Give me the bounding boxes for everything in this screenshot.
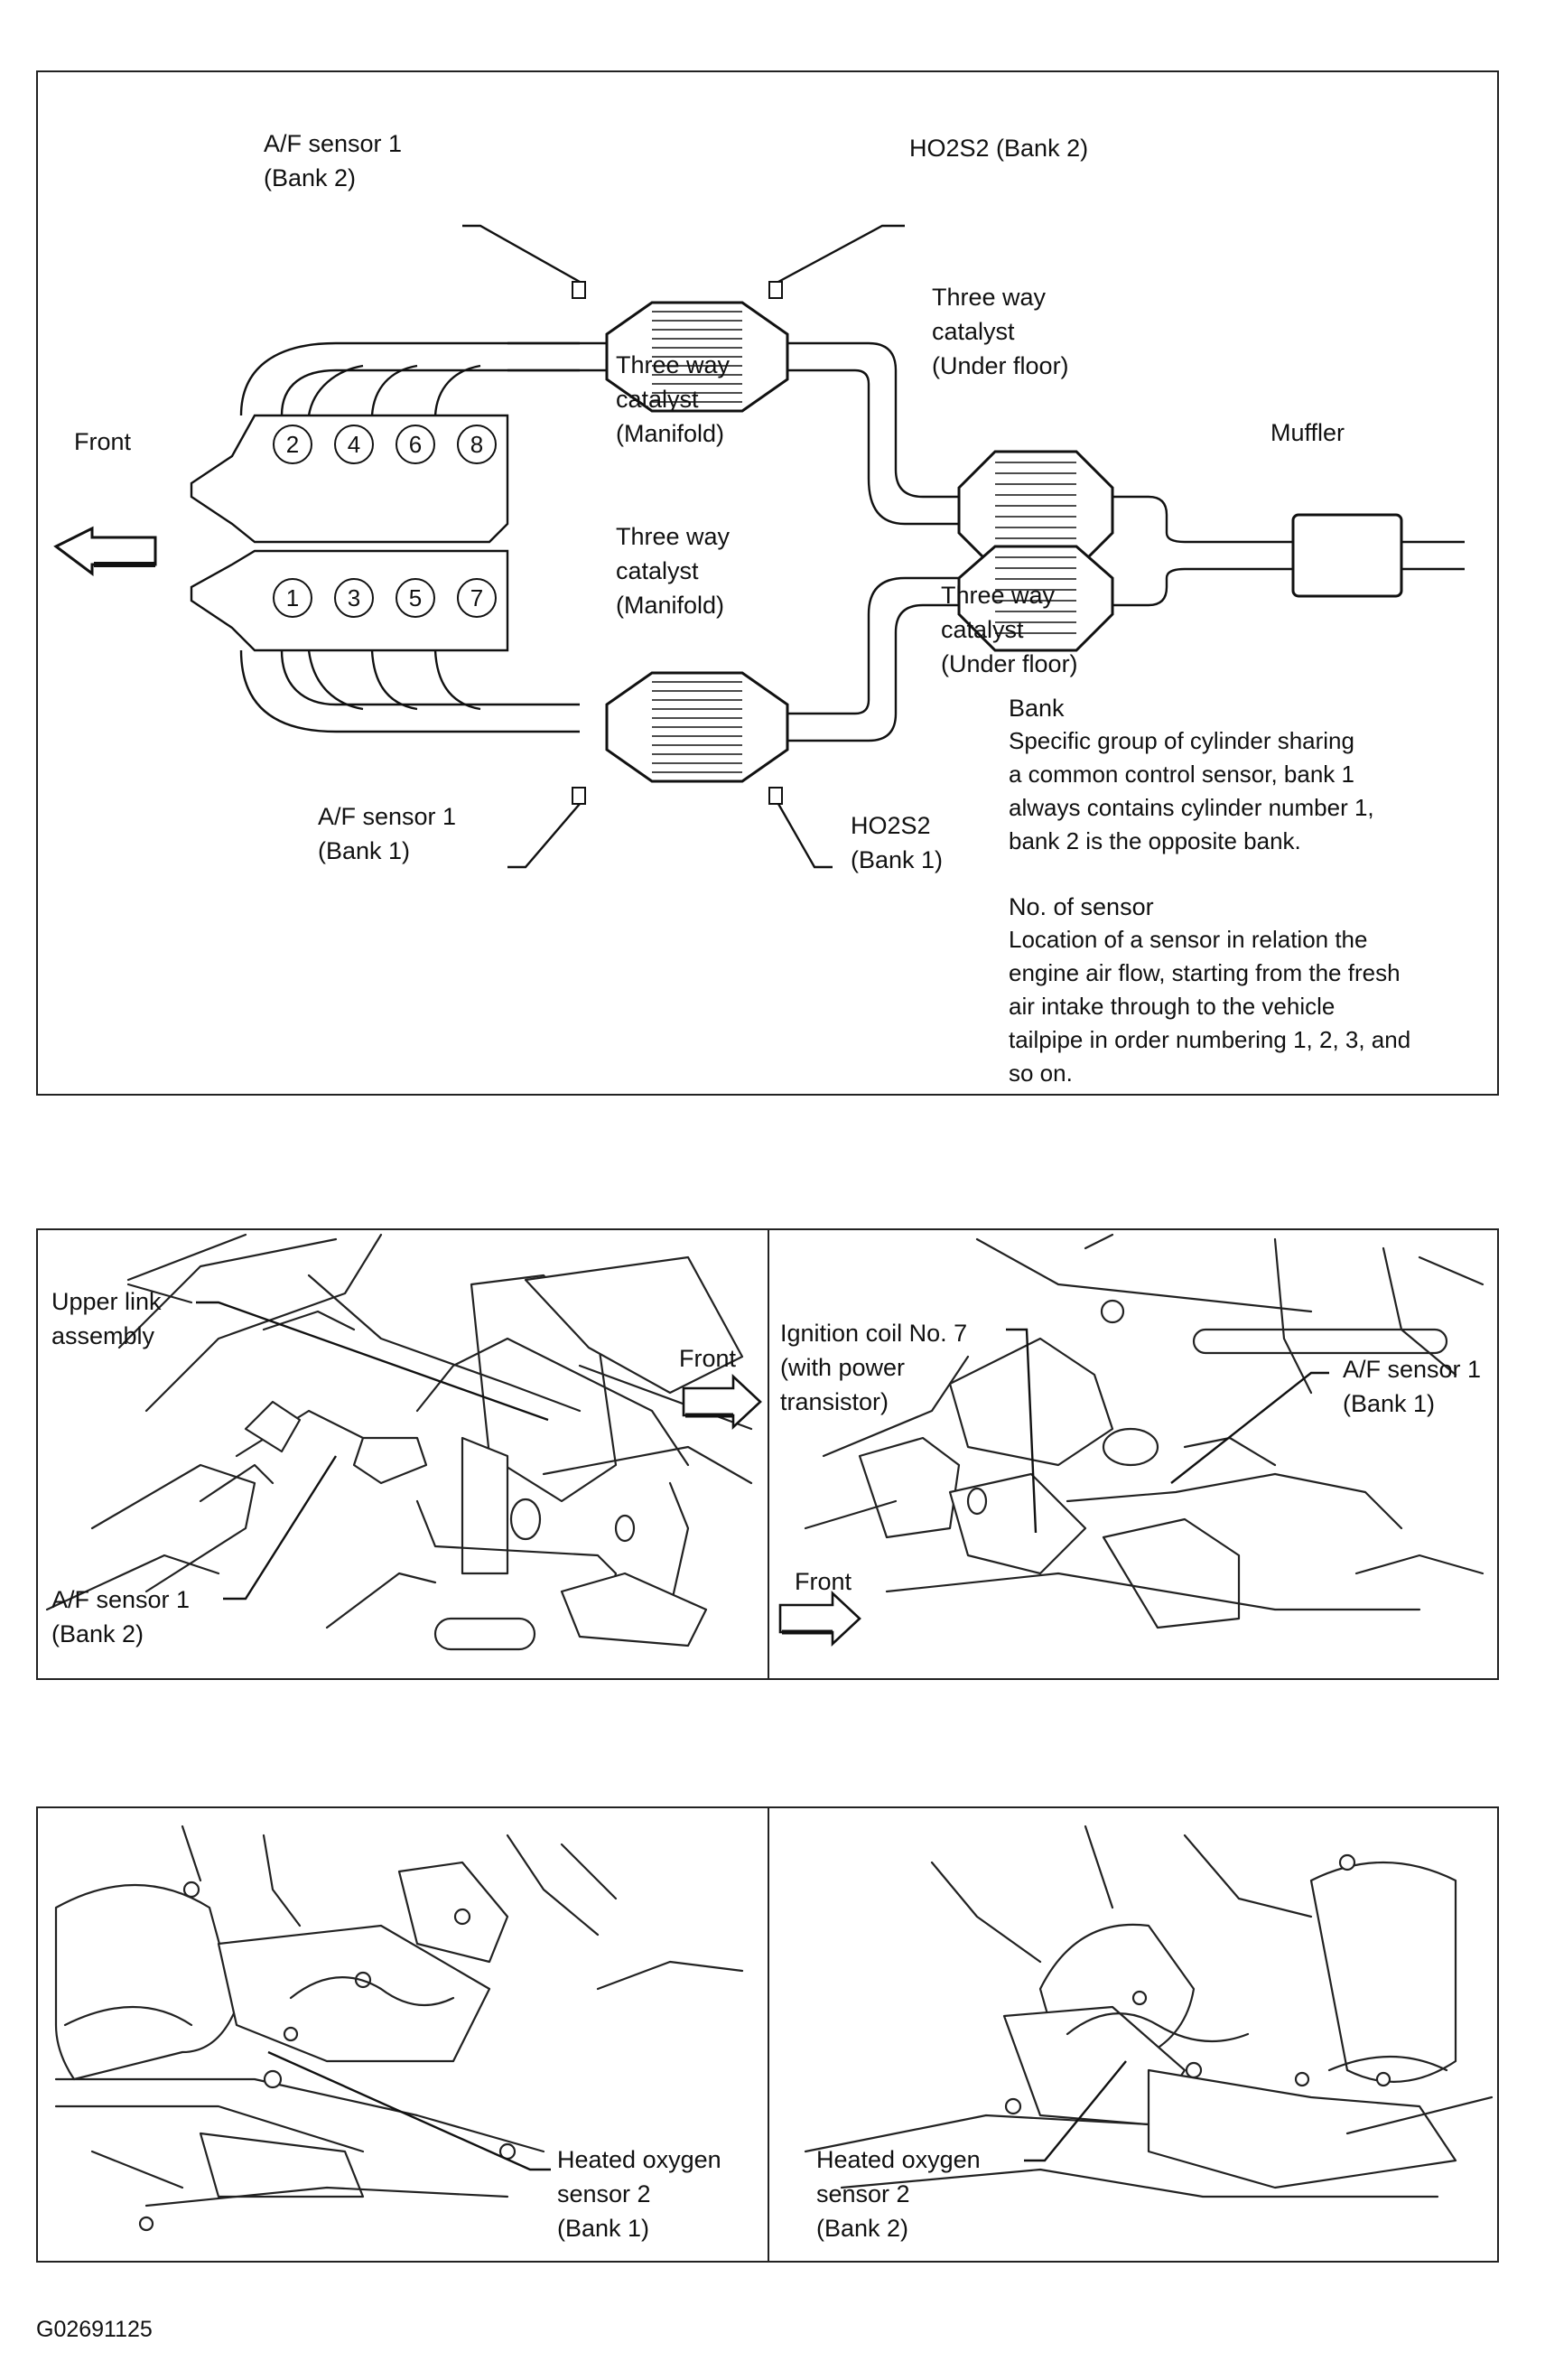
cylinder-8: 8 xyxy=(457,425,497,464)
exhaust-schematic-panel: 2 4 6 8 1 3 5 7 Front A/F sensor 1 (Bank… xyxy=(36,70,1499,1096)
heated-oxygen-sensor-2-bank2-label: Heated oxygen sensor 2 (Bank 2) xyxy=(816,2146,981,2242)
exhaust-schematic-drawing xyxy=(53,224,1465,869)
catalyst-underfloor-upper-label: Three way catalyst (Under floor) xyxy=(932,284,1069,379)
heated-sensor-bank2-photo-panel: Heated oxygen sensor 2 (Bank 2) xyxy=(768,1806,1499,2263)
front-label: Front xyxy=(679,1345,737,1372)
catalyst-manifold-upper-label: Three way catalyst (Manifold) xyxy=(616,351,731,447)
cylinder-2: 2 xyxy=(273,425,312,464)
af-sensor-bank1-label: A/F sensor 1 (Bank 1) xyxy=(1343,1356,1482,1417)
ignition-coil-label: Ignition coil No. 7 (with power transist… xyxy=(780,1320,968,1415)
heated-sensor-bank1-photo-panel: Heated oxygen sensor 2 (Bank 1) xyxy=(36,1806,769,2263)
figure-code: G02691125 xyxy=(36,2317,153,2342)
front-label: Front xyxy=(795,1568,852,1595)
ho2s2-bank2-label: HO2S2 (Bank 2) xyxy=(909,135,1089,162)
upper-link-assembly-label: Upper link assembly xyxy=(51,1288,162,1349)
muffler-label: Muffler xyxy=(1270,419,1345,446)
cylinder-1: 1 xyxy=(273,578,312,618)
af-sensor-bank2-photo-panel: Upper link assembly Front A/F sensor 1 (… xyxy=(36,1228,769,1680)
af-sensor-bank1-label: A/F sensor 1 (Bank 1) xyxy=(318,803,457,864)
cylinder-5: 5 xyxy=(396,578,435,618)
sensor-number-text: Location of a sensor in relation the eng… xyxy=(1009,926,1411,1087)
af-sensor-bank1-photo-panel: Ignition coil No. 7 (with power transist… xyxy=(768,1228,1499,1680)
af-sensor-bank1-illustration xyxy=(778,1233,1485,1647)
front-label: Front xyxy=(74,428,132,455)
ho2s2-bank1-label: HO2S2 (Bank 1) xyxy=(851,812,944,873)
cylinder-4: 4 xyxy=(334,425,374,464)
af-sensor-bank2-illustration xyxy=(45,1233,762,1651)
sensor-number-title: No. of sensor xyxy=(1009,893,1154,920)
af-sensor-bank2-label: A/F sensor 1 (Bank 2) xyxy=(51,1586,191,1647)
catalyst-underfloor-lower-label: Three way catalyst (Under floor) xyxy=(941,582,1078,677)
af-sensor-bank2-label: A/F sensor 1 (Bank 2) xyxy=(264,130,403,191)
heated-oxygen-sensor-2-bank1-label: Heated oxygen sensor 2 (Bank 1) xyxy=(557,2146,721,2242)
cylinder-6: 6 xyxy=(396,425,435,464)
catalyst-manifold-lower-label: Three way catalyst (Manifold) xyxy=(616,523,731,619)
cylinder-group-bank2: 2 4 6 8 xyxy=(273,420,507,474)
heated-sensor-bank2-illustration xyxy=(804,1825,1494,2198)
cylinder-group-bank1: 1 3 5 7 xyxy=(273,574,507,628)
bank-definition-title: Bank xyxy=(1009,695,1065,722)
cylinder-3: 3 xyxy=(334,578,374,618)
heated-sensor-bank1-illustration xyxy=(54,1825,744,2232)
bank-definition-text: Specific group of cylinder sharing a com… xyxy=(1009,727,1374,854)
cylinder-7: 7 xyxy=(457,578,497,618)
